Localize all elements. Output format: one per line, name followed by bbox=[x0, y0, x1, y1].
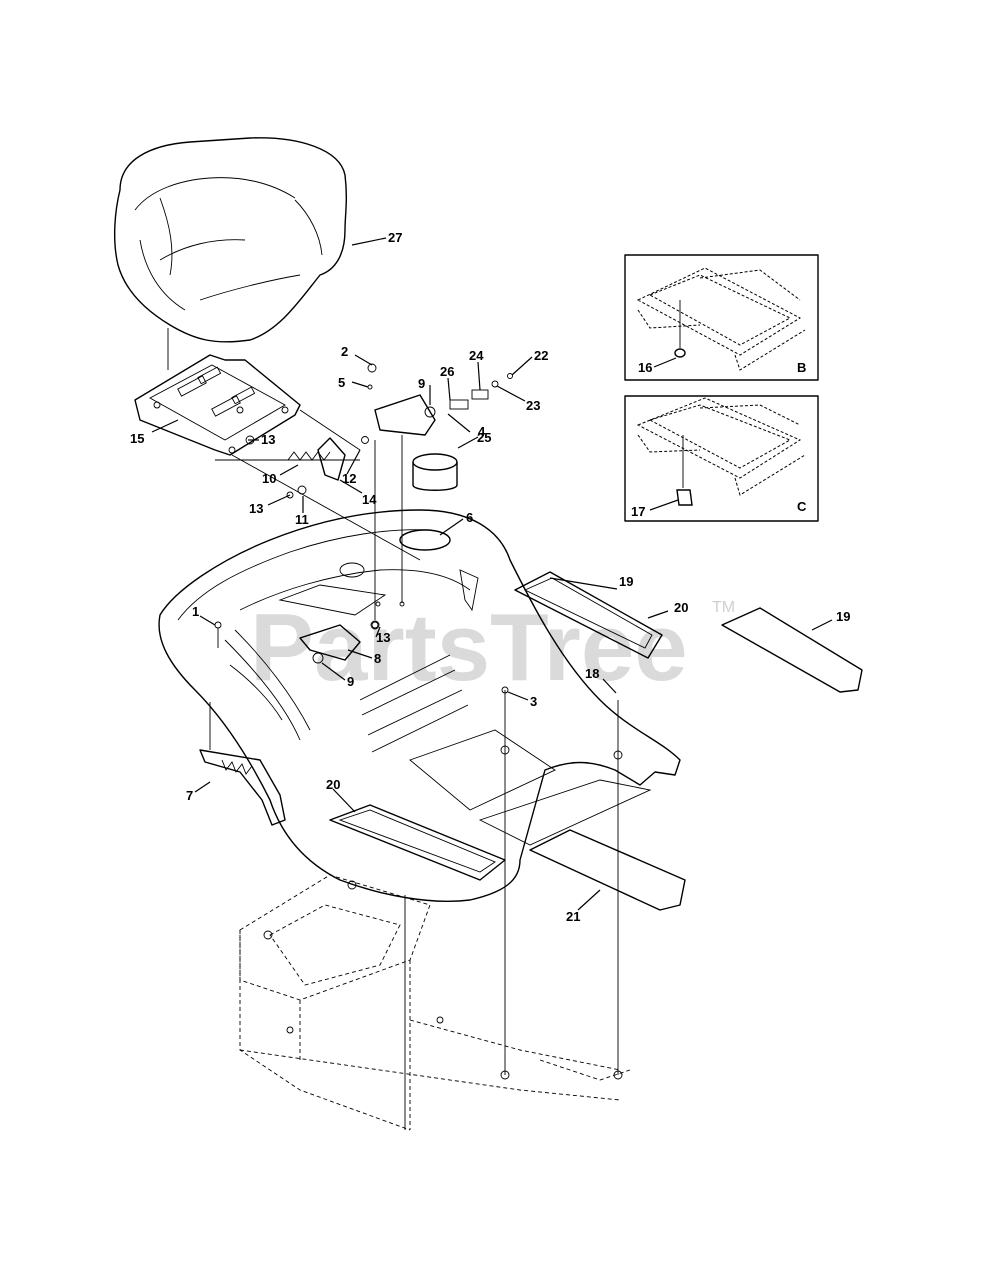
callout-7: 7 bbox=[186, 788, 193, 803]
callout-21: 20 bbox=[674, 600, 688, 615]
callout-9-lower: 9 bbox=[347, 674, 354, 689]
callout-6: 6 bbox=[466, 510, 473, 525]
callout-15: 15 bbox=[130, 431, 144, 446]
floor-mat-left bbox=[329, 804, 506, 881]
foot-pad-separate bbox=[721, 607, 863, 693]
watermark-trademark: TM bbox=[712, 599, 735, 616]
callout-8: 8 bbox=[374, 651, 381, 666]
cup-holder-part bbox=[412, 453, 458, 491]
callout-1: 1 bbox=[192, 604, 199, 619]
inset-c-letter: C bbox=[797, 499, 807, 514]
callout-27: 27 bbox=[388, 230, 402, 245]
seat-pan-part bbox=[134, 354, 301, 456]
callout-3: 3 bbox=[530, 694, 537, 709]
callout-22: 22 bbox=[534, 348, 548, 363]
callout-25: 25 bbox=[477, 430, 491, 445]
floor-mat-right bbox=[529, 829, 686, 911]
frame-outline bbox=[239, 874, 631, 1131]
watermark-text: PartsTree bbox=[250, 594, 688, 701]
callout-17: 18 bbox=[585, 666, 599, 681]
inset-b-letter: B bbox=[797, 360, 806, 375]
leader-lines bbox=[151, 237, 833, 911]
inset-c: C bbox=[624, 395, 819, 522]
callout-12-lower: 13 bbox=[376, 630, 390, 645]
callout-13-lower-label: 13 bbox=[249, 501, 263, 516]
inset-b: B bbox=[624, 254, 819, 381]
callout-13-upper: 13 bbox=[261, 432, 275, 447]
callout-16: 16 bbox=[638, 360, 652, 375]
callout-20-left: 20 bbox=[326, 777, 340, 792]
callout-19-fender: 19 bbox=[619, 574, 633, 589]
callout-12-upper: 12 bbox=[342, 471, 356, 486]
fender-body-part bbox=[158, 509, 681, 902]
spring-assembly bbox=[245, 435, 346, 499]
callout-19-separate-label: 19 bbox=[836, 609, 850, 624]
callout-20-right: 21 bbox=[566, 909, 580, 924]
callout-9-upper: 9 bbox=[418, 376, 425, 391]
callout-10: 10 bbox=[262, 471, 276, 486]
callout-2: 2 bbox=[341, 344, 348, 359]
seat-part bbox=[114, 137, 348, 343]
callout-24: 24 bbox=[469, 348, 484, 363]
seat-rack-part bbox=[199, 702, 286, 826]
callout-26: 26 bbox=[440, 364, 454, 379]
callout-5: 5 bbox=[338, 375, 345, 390]
callout-4-label: 4 bbox=[478, 424, 486, 439]
callout-labels: 27 15 2 5 9 26 24 22 23 25 4 6 12 13 10 … bbox=[130, 230, 850, 924]
callout-18: 17 bbox=[631, 504, 645, 519]
callout-11: 11 bbox=[295, 512, 309, 527]
foot-pad-fender bbox=[514, 571, 663, 659]
callout-23: 23 bbox=[526, 398, 540, 413]
callout-14: 14 bbox=[362, 492, 377, 507]
